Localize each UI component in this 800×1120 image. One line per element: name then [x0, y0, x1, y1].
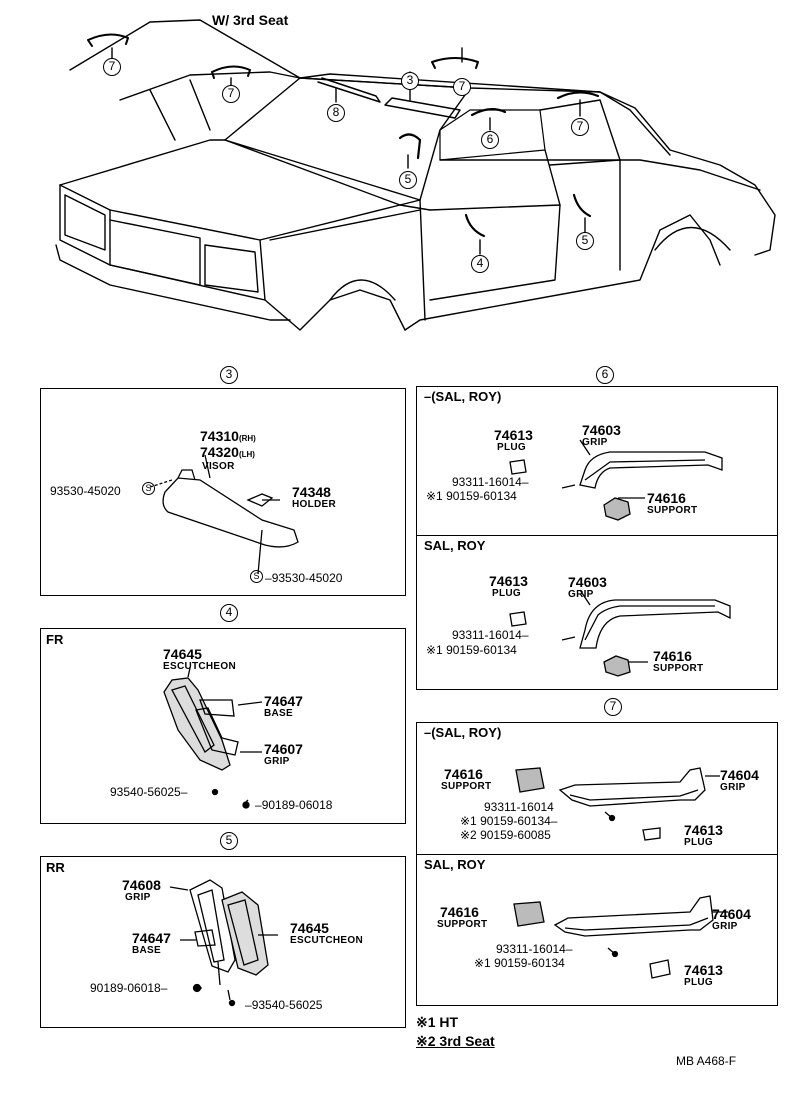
section-4-callout: 4: [220, 604, 238, 622]
fr-grip-name: GRIP: [264, 756, 290, 767]
s7b-plug-name: PLUG: [684, 977, 713, 988]
rr-grip-pn: 74608: [122, 877, 161, 893]
rr-escutcheon-name: ESCUTCHEON: [290, 935, 364, 946]
holder-pn: 74348: [292, 484, 331, 500]
rr-panel: [40, 856, 406, 1028]
rr-base-pn: 74647: [132, 930, 171, 946]
fr-base-name: BASE: [264, 708, 293, 719]
s6a-bolt-alt: ※1 90159-60134: [426, 489, 517, 503]
rr-nut: 90189-06018–: [90, 981, 168, 995]
s7a-support-pn: 74616: [444, 766, 483, 782]
rr-header: RR: [46, 860, 65, 875]
fr-escutcheon-name: ESCUTCHEON: [163, 661, 237, 672]
visor-panel: [40, 388, 406, 596]
callout-6: 6: [481, 131, 499, 149]
section-3-callout: 3: [220, 366, 238, 384]
s6a-support-name: SUPPORT: [647, 505, 698, 516]
s6b-bolt-alt: ※1 90159-60134: [426, 643, 517, 657]
section-7-callout: 7: [604, 698, 622, 716]
s7b-support-name: SUPPORT: [437, 919, 488, 930]
s7a-grip-pn: 74604: [720, 767, 759, 783]
visor-pn-rh: 74310(RH): [200, 428, 256, 444]
s6a-header: –(SAL, ROY): [424, 389, 502, 404]
s7a-plug-name: PLUG: [684, 837, 713, 848]
footnote-1: ※1 HT: [416, 1014, 459, 1030]
fr-grip-pn: 74607: [264, 741, 303, 757]
s7-divider: [416, 854, 778, 855]
s6b-plug-pn: 74613: [489, 573, 528, 589]
callout-7: 7: [222, 85, 240, 103]
s6a-bolt: 93311-16014–: [452, 475, 529, 489]
fr-base-pn: 74647: [264, 693, 303, 709]
visor-screw-1: 93530-45020: [50, 484, 121, 498]
s7a-bolt-alt-2: ※2 90159-60085: [460, 828, 551, 842]
s7b-bolt: 93311-16014–: [496, 942, 573, 956]
callout-8: 8: [327, 104, 345, 122]
section-5-callout: 5: [220, 832, 238, 850]
s7a-support-name: SUPPORT: [441, 781, 492, 792]
s7b-support-pn: 74616: [440, 904, 479, 920]
fr-escutcheon-pn: 74645: [163, 646, 202, 662]
car-overview-drawing: [55, 19, 776, 331]
s6b-header: SAL, ROY: [424, 538, 486, 553]
fr-header: FR: [46, 632, 64, 647]
callout-4: 4: [471, 255, 489, 273]
rr-base-name: BASE: [132, 945, 161, 956]
section-6-callout: 6: [596, 366, 614, 384]
visor-name: VISOR: [202, 461, 235, 472]
callout-5: 5: [576, 232, 594, 250]
s6b-grip-name: GRIP: [568, 589, 594, 600]
callout-7: 7: [571, 118, 589, 136]
visor-screw-2: –93530-45020: [265, 571, 343, 585]
top-label: W/ 3rd Seat: [212, 12, 289, 28]
callout-7: 7: [103, 58, 121, 76]
s6-divider: [416, 535, 778, 536]
callout-5: 5: [399, 171, 417, 189]
holder-name: HOLDER: [292, 499, 337, 510]
s7b-header: SAL, ROY: [424, 857, 486, 872]
fr-nut: –90189-06018: [255, 798, 333, 812]
s6b-bolt: 93311-16014–: [452, 628, 529, 642]
s6b-support-pn: 74616: [653, 648, 692, 664]
s-mark-1: S: [142, 482, 155, 495]
s6a-grip-name: GRIP: [582, 437, 608, 448]
s7a-bolt-alt-1: ※1 90159-60134–: [460, 814, 558, 828]
footnote-2: ※2 3rd Seat: [416, 1033, 495, 1049]
s7a-plug-pn: 74613: [684, 822, 723, 838]
rr-grip-name: GRIP: [125, 892, 151, 903]
s7b-plug-pn: 74613: [684, 962, 723, 978]
fr-panel: [40, 628, 406, 824]
visor-pn-lh: 74320(LH): [200, 444, 255, 460]
s6b-support-name: SUPPORT: [653, 663, 704, 674]
rr-screw: –93540-56025: [245, 998, 323, 1012]
s6b-plug-name: PLUG: [492, 588, 521, 599]
figure-code: MB A468-F: [676, 1054, 737, 1068]
callout-7: 7: [453, 78, 471, 96]
s7b-grip-pn: 74604: [712, 906, 751, 922]
s6a-plug-name: PLUG: [497, 442, 526, 453]
s7-panel: [416, 722, 778, 1006]
s7b-grip-name: GRIP: [712, 921, 738, 932]
s6a-grip-pn: 74603: [582, 422, 621, 438]
s6a-plug-pn: 74613: [494, 427, 533, 443]
s-mark-2: S: [250, 570, 263, 583]
s6a-support-pn: 74616: [647, 490, 686, 506]
s7a-header: –(SAL, ROY): [424, 725, 502, 740]
callout-3: 3: [401, 72, 419, 90]
s6-panel: [416, 386, 778, 690]
s6b-grip-pn: 74603: [568, 574, 607, 590]
fr-screw: 93540-56025–: [110, 785, 188, 799]
rr-escutcheon-pn: 74645: [290, 920, 329, 936]
s7a-grip-name: GRIP: [720, 782, 746, 793]
s7b-bolt-alt: ※1 90159-60134: [474, 956, 565, 970]
s7a-bolt: 93311-16014: [484, 800, 554, 814]
